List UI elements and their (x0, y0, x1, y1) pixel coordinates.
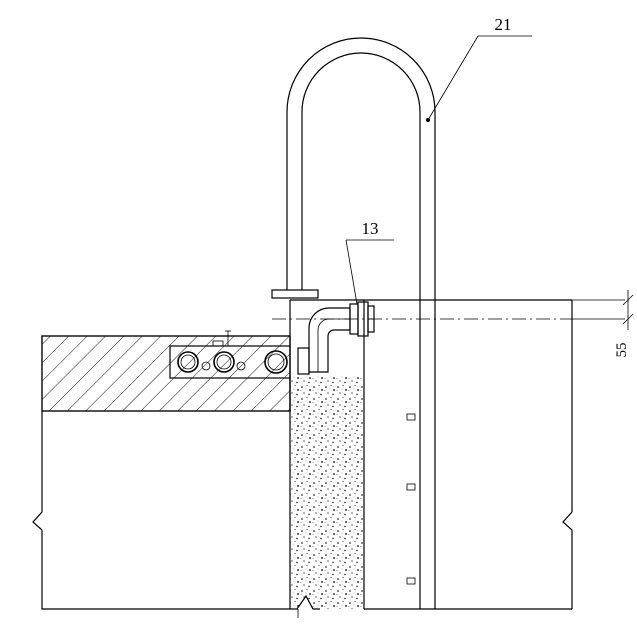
callout-21: 21 (427, 15, 532, 121)
pipe-chase (169, 330, 291, 379)
dimension-55: 55 (614, 290, 634, 358)
left-wall (32, 411, 290, 610)
hatched-slab (41, 335, 291, 412)
mounting-flange (271, 289, 319, 299)
callout-21-label: 21 (495, 15, 512, 34)
callout-13: 13 (345, 219, 394, 305)
wall-anchors (406, 413, 416, 585)
dimension-55-label: 55 (614, 343, 630, 358)
callout-13-label: 13 (362, 219, 379, 238)
inlet-fitting (297, 301, 375, 375)
pool-wall (289, 299, 625, 610)
concrete-column (289, 300, 365, 618)
handrail-pipe (271, 37, 436, 609)
